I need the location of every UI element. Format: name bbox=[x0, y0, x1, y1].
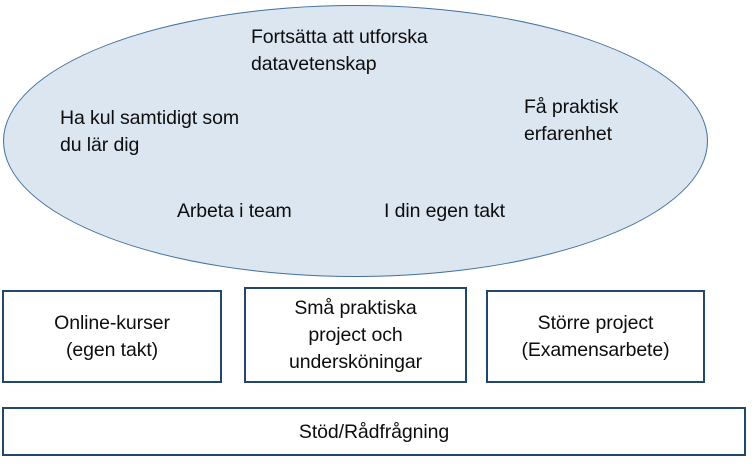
box-support-advice: Stöd/Rådfrågning bbox=[2, 407, 746, 456]
ellipse-label-work-in-team: Arbeta i team bbox=[177, 200, 292, 222]
box-support-advice-label: Stöd/Rådfrågning bbox=[298, 420, 450, 443]
ellipse-label-continue-exploring: Fortsätta att utforska datavetenskap bbox=[251, 26, 428, 75]
goals-ellipse bbox=[3, 5, 708, 277]
ellipse-label-have-fun-learning: Ha kul samtidigt som du lär dig bbox=[60, 107, 239, 156]
box-online-courses: Online-kurser (egen takt) bbox=[2, 290, 222, 383]
ellipse-label-own-pace: I din egen takt bbox=[384, 200, 506, 222]
box-large-project: Större project (Examensarbete) bbox=[486, 290, 705, 383]
ellipse-label-practical-experience: Få praktisk erfarenhet bbox=[524, 96, 619, 145]
box-small-practical-projects: Små praktiska project och undersköningar bbox=[244, 287, 467, 383]
box-online-courses-label: Online-kurser (egen takt) bbox=[54, 311, 170, 361]
box-small-practical-projects-label: Små praktiska project och undersköningar bbox=[288, 296, 423, 373]
box-large-project-label: Större project (Examensarbete) bbox=[521, 311, 670, 361]
